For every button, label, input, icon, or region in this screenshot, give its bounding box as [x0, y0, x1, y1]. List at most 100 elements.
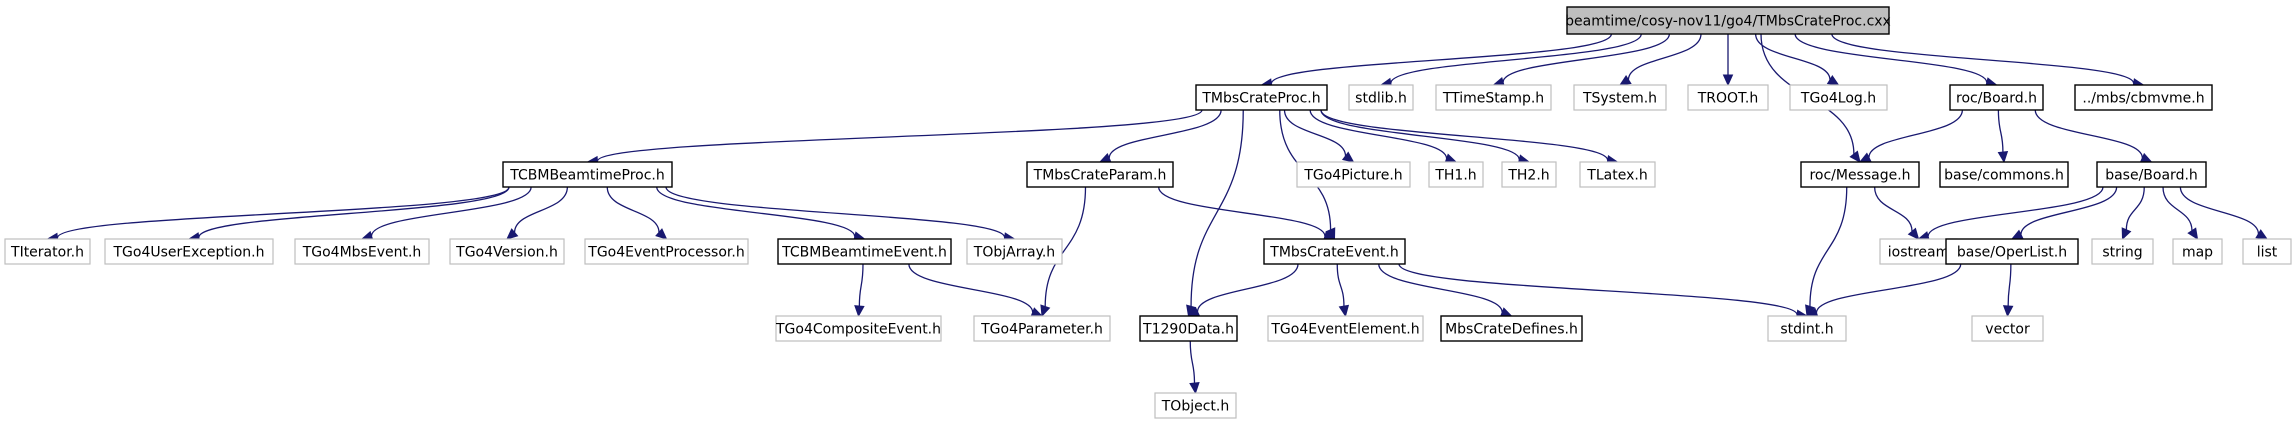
node-label: TGo4Parameter.h — [980, 322, 1103, 338]
node-label: TROOT.h — [1697, 91, 1759, 107]
arrowhead-TROOT_h — [1722, 74, 1734, 87]
node-map: map — [2172, 238, 2223, 265]
node-TMbsCrateProc_h[interactable]: TMbsCrateProc.h — [1195, 84, 1328, 111]
node-label: TCBMBeamtimeProc.h — [509, 168, 665, 184]
node-roc_Message_h[interactable]: roc/Message.h — [1800, 161, 1920, 188]
node-label: TGo4EventProcessor.h — [587, 245, 744, 261]
node-box — [1154, 392, 1237, 419]
arrowhead-roc_Message_h — [1849, 150, 1861, 163]
node-box — [1296, 161, 1411, 188]
node-TGo4Version_h: TGo4Version.h — [449, 238, 565, 265]
node-box — [294, 238, 430, 265]
node-root[interactable]: beamtime/cosy-nov11/go4/TMbsCrateProc.cx… — [1565, 6, 1891, 35]
edge-TMbsCrateProc_h-to-T1290Data_h — [1190, 109, 1244, 307]
node-label: MbsCrateDefines.h — [1445, 322, 1578, 338]
edge-TCBMBeamtimeProc_h-to-TGo4EventProcessor_h — [606, 186, 660, 233]
node-label: stdlib.h — [1355, 91, 1407, 107]
arrowhead-TSystem_h — [1618, 74, 1632, 86]
edge-TMbsCrateProc_h-to-TLatex_h — [1320, 109, 1609, 161]
node-label: TGo4Picture.h — [1303, 168, 1402, 184]
node-TCBMBeamtimeEvent_h[interactable]: TCBMBeamtimeEvent.h — [777, 238, 952, 265]
node-box — [1879, 238, 1958, 265]
node-box — [2074, 84, 2213, 111]
node-label: vector — [1985, 322, 2030, 338]
node-label: TTimeStamp.h — [1442, 91, 1544, 107]
edge-TCBMBeamtimeProc_h-to-TGo4Version_h — [513, 186, 569, 233]
node-box — [1026, 161, 1174, 188]
node-TGo4CompositeEvent_h: TGo4CompositeEvent.h — [775, 315, 942, 342]
node-box — [2096, 161, 2207, 188]
node-stdint_h: stdint.h — [1767, 315, 1847, 342]
node-label: roc/Message.h — [1809, 168, 1910, 184]
node-T1290Data_h[interactable]: T1290Data.h — [1139, 315, 1238, 342]
node-TH1_h: TH1.h — [1428, 161, 1484, 188]
node-TIterator_h: TIterator.h — [4, 238, 91, 265]
node-label: TCBMBeamtimeEvent.h — [781, 245, 947, 261]
node-box — [2242, 238, 2292, 265]
node-label: string — [2102, 245, 2142, 261]
node-base_OperList_h[interactable]: base/OperList.h — [1945, 238, 2079, 265]
edge-roc_Message_h-to-iostream — [1873, 186, 1913, 232]
node-label: base/commons.h — [1944, 168, 2064, 184]
arrowhead-TGo4Parameter_h — [1040, 304, 1051, 318]
node-label: TGo4UserException.h — [112, 245, 264, 261]
node-label: TGo4EventElement.h — [1270, 322, 1419, 338]
node-label: TSystem.h — [1582, 91, 1657, 107]
node-label: iostream — [1888, 245, 1950, 261]
edge-base_Board_h-to-list — [2179, 186, 2260, 234]
node-box — [1579, 161, 1656, 188]
edge-TCBMBeamtimeProc_h-to-TObjArray_h — [665, 186, 1006, 238]
node-TTimeStamp_h: TTimeStamp.h — [1435, 84, 1552, 111]
node-box — [1139, 315, 1238, 342]
node-box — [1573, 84, 1667, 111]
node-label: base/Board.h — [2105, 168, 2198, 184]
arrowhead-map — [2187, 227, 2199, 241]
node-label: stdint.h — [1780, 322, 1833, 338]
node-MbsCrateDefines_h[interactable]: MbsCrateDefines.h — [1440, 315, 1583, 342]
edge-TMbsCrateEvent_h-to-TGo4EventElement_h — [1336, 263, 1345, 307]
node-label: roc/Board.h — [1956, 91, 2037, 107]
node-string: string — [2091, 238, 2154, 265]
node-TLatex_h: TLatex.h — [1579, 161, 1656, 188]
node-base_Board_h[interactable]: base/Board.h — [2096, 161, 2207, 188]
node-TCBMBeamtimeProc_h[interactable]: TCBMBeamtimeProc.h — [502, 161, 673, 188]
edge-root-to-stdlib_h — [1390, 33, 1642, 84]
node-roc_Board_h[interactable]: roc/Board.h — [1949, 84, 2044, 111]
edge-TMbsCrateProc_h-to-TGo4Picture_h — [1283, 109, 1347, 157]
edge-TMbsCrateProc_h-to-TH2_h — [1320, 109, 1520, 160]
node-TGo4Picture_h: TGo4Picture.h — [1296, 161, 1411, 188]
arrowhead-TGo4EventProcessor_h — [655, 228, 668, 240]
node-TSystem_h: TSystem.h — [1573, 84, 1667, 111]
edge-TMbsCrateProc_h-to-TCBMBeamtimeProc_h — [596, 109, 1203, 162]
node-TMbsCrateEvent_h[interactable]: TMbsCrateEvent.h — [1263, 238, 1406, 265]
node-list: list — [2242, 238, 2292, 265]
node-box — [1195, 84, 1328, 111]
node-TGo4EventElement_h: TGo4EventElement.h — [1267, 315, 1424, 342]
node-box — [4, 238, 91, 265]
node-box — [966, 238, 1063, 265]
node-box — [1789, 84, 1888, 111]
node-TGo4UserException_h: TGo4UserException.h — [104, 238, 274, 265]
node-label: TGo4Version.h — [455, 245, 558, 261]
node-box — [2172, 238, 2223, 265]
node-box — [449, 238, 565, 265]
node-box — [1767, 315, 1847, 342]
node-cbmvme_h[interactable]: ../mbs/cbmvme.h — [2074, 84, 2213, 111]
node-box — [2091, 238, 2154, 265]
node-box — [1939, 161, 2069, 188]
node-label: map — [2182, 245, 2213, 261]
node-TMbsCrateParam_h[interactable]: TMbsCrateParam.h — [1026, 161, 1174, 188]
node-label: T1290Data.h — [1142, 322, 1234, 338]
node-label: ../mbs/cbmvme.h — [2082, 91, 2204, 107]
node-label: TGo4MbsEvent.h — [302, 245, 422, 261]
edge-base_Board_h-to-base_OperList_h — [2020, 186, 2118, 235]
node-base_commons_h[interactable]: base/commons.h — [1939, 161, 2069, 188]
node-label: TObject.h — [1161, 399, 1229, 415]
arrowhead-base_commons_h — [1997, 150, 2009, 164]
node-box — [775, 315, 942, 342]
node-TGo4EventProcessor_h: TGo4EventProcessor.h — [584, 238, 749, 265]
node-TGo4Log_h: TGo4Log.h — [1789, 84, 1888, 111]
edge-root-to-cbmvme_h — [1831, 33, 2135, 84]
node-label: TMbsCrateProc.h — [1201, 91, 1320, 107]
node-box — [1428, 161, 1484, 188]
